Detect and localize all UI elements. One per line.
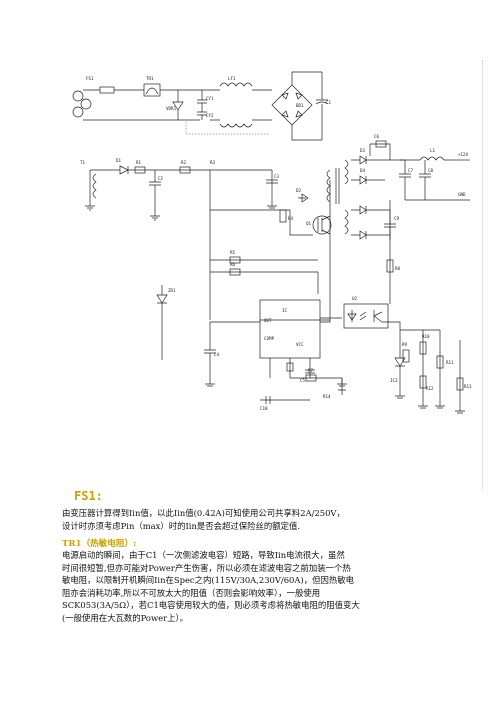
tr1-line: 阻亦会消耗功率,所以不可放太大的阻值（否则会影响效率），一般使用 [62,587,321,598]
svg-text:IC: IC [282,308,288,313]
tr1-line: 敏电阻，以限制开机瞬间Iin在Spec之内(115V/30A,230V/60A)… [62,575,354,586]
svg-text:CY1: CY1 [206,96,214,101]
svg-text:C2: C2 [158,176,164,181]
svg-text:C9: C9 [394,216,400,221]
svg-text:IC3: IC3 [390,378,398,383]
svg-text:R10: R10 [422,334,430,339]
svg-text:R9: R9 [402,342,408,347]
svg-text:U2: U2 [352,296,358,301]
tr1-line: 时间很短暂,但亦可能对Power产生伤害，所以必须在滤波电容之前加装一个热 [62,562,351,573]
optocoupler-pc1 [343,303,389,329]
svg-text:OUT: OUT [264,318,272,323]
fuse-fs1 [99,86,115,94]
page-edge-dotted-line [482,60,483,490]
fs1-paragraph: 由变压器计算得到Iin值，以此Iin值(0.42A)可知使用公司共享料2A/25… [62,507,478,532]
tr1-line: 电源启动的瞬间，由于C1（一次侧滤波电容）短路，导致Iin电流很大，虽然 [62,550,345,560]
svg-text:L1: L1 [430,148,436,153]
svg-text:R6: R6 [230,262,236,267]
svg-text:VCC: VCC [296,342,304,347]
svg-text:D2: D2 [296,188,302,193]
svg-text:D4: D4 [360,168,366,173]
svg-text:C10: C10 [260,406,268,411]
svg-text:GND: GND [458,192,466,197]
svg-text:R7: R7 [308,368,314,373]
thermistor-tr1 [143,83,161,97]
tr1-line: (一般使用在大瓦数的Power上）。 [62,612,189,623]
svg-text:C1: C1 [326,100,332,105]
svg-text:COMP: COMP [264,336,275,341]
svg-text:R4: R4 [288,216,294,221]
svg-text:Q1: Q1 [306,221,312,226]
svg-text:D1: D1 [116,158,122,163]
tr1-line: SCK053(3A/5Ω），若C1电容使用较大的值，则必须考虑将热敏电阻的阻值变… [62,600,360,611]
svg-text:C8: C8 [428,168,434,173]
svg-text:LF1: LF1 [228,76,236,81]
fs1-line: 由变压器计算得到Iin值，以此Iin值(0.42A)可知使用公司共享料2A/25… [62,508,345,518]
svg-text:C4: C4 [214,352,220,357]
svg-text:R8: R8 [395,266,401,271]
mosfet-q1 [312,215,332,235]
svg-text:+12V: +12V [458,152,469,157]
circuit-schematic-figure: C1 FS1 TR1 VDR1 CY1 CY2 LF1 BD1 T1 D1 R1… [60,60,480,470]
tr1-heading: TR1（热敏电阻）: [62,539,137,549]
svg-text:R3: R3 [210,160,216,165]
svg-text:C3: C3 [274,174,280,179]
svg-text:R5: R5 [230,250,236,255]
svg-text:R12: R12 [426,386,434,391]
ac-input-connector [72,90,92,118]
fs1-heading: FS1: [74,489,103,503]
svg-text:R14: R14 [323,394,331,399]
controller-ic [259,299,321,359]
svg-text:R1: R1 [136,160,142,165]
svg-text:C7: C7 [408,168,414,173]
svg-text:ZD1: ZD1 [168,288,176,293]
bridge-rectifier-bd1 [271,84,313,126]
svg-text:BD1: BD1 [296,103,304,108]
svg-text:R2: R2 [181,160,187,165]
schematic-drawing: C1 FS1 TR1 VDR1 CY1 CY2 LF1 BD1 T1 D1 R1… [72,71,472,414]
svg-text:CY2: CY2 [206,113,214,118]
fs1-line: 设计时亦须考虑Pin（max）时的Iin是否会超过保险丝的额定值. [62,520,301,531]
svg-text:C5: C5 [300,378,306,383]
svg-text:TR1: TR1 [146,76,154,81]
tr1-paragraph: 电源启动的瞬间，由于C1（一次侧滤波电容）短路，导致Iin电流很大，虽然 时间很… [62,549,480,625]
svg-text:R11: R11 [446,360,454,365]
svg-text:FS1: FS1 [86,76,94,81]
svg-text:D3: D3 [360,148,366,153]
svg-text:T1: T1 [80,160,86,165]
svg-text:VDR1: VDR1 [166,106,177,111]
svg-text:C6: C6 [374,134,380,139]
svg-text:R13: R13 [464,384,472,389]
